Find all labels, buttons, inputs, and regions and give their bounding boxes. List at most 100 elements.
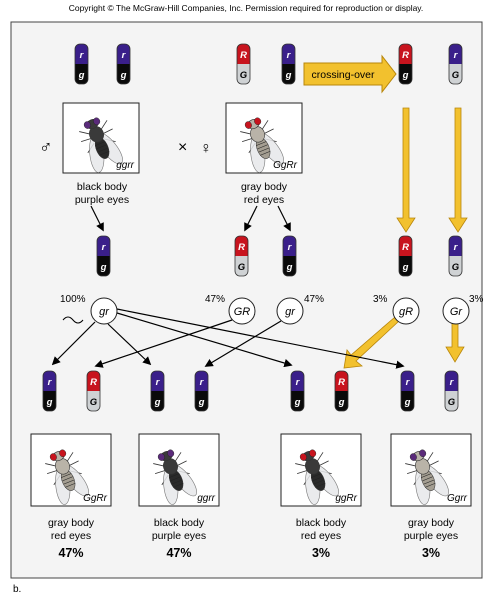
gamete-gr-chromosome-top-allele: r <box>288 242 293 253</box>
offspring-4-chromosome-2: rG <box>444 370 459 412</box>
offspring-4-genotype: Ggrr <box>447 493 468 504</box>
offspring-4-phenotype-line2: purple eyes <box>404 530 458 542</box>
offspring-4-chromosome-2-top-allele: r <box>450 377 455 388</box>
offspring-1: GgRr gray body red eyes 47% <box>30 433 112 560</box>
offspring-2-phenotype-line2: purple eyes <box>152 530 206 542</box>
offspring-3: ggRr black body red eyes 3% <box>280 433 362 560</box>
gamete-male-percent: 100% <box>60 294 86 305</box>
gamete-female-Gr: Gr 3% <box>442 294 484 325</box>
offspring-3-chromosome-2: Rg <box>334 370 349 412</box>
gamete-GR-chromosome-bottom-allele: G <box>238 262 246 273</box>
offspring-1-phenotype-line1: gray body <box>48 517 95 529</box>
line-gr-to-off2 <box>107 323 152 366</box>
offspring-2-genotype: ggrr <box>197 493 215 504</box>
offspring-4-chromosome-1: rg <box>400 370 415 412</box>
male-to-chromosome-arrow <box>90 205 104 232</box>
male-fly-image <box>79 117 123 173</box>
female-symbol: ♀ <box>200 140 212 157</box>
offspring-1-fly-image <box>45 449 89 505</box>
offspring-3-chromosome-2-top-allele: R <box>338 377 345 388</box>
offspring-2-chromosome-1-top-allele: r <box>156 377 161 388</box>
recombinant-source-1-bottom-allele: g <box>402 70 409 81</box>
gamete-male-chromosome: rg <box>96 235 111 277</box>
offspring-4-chromosome-1-bottom-allele: g <box>404 397 411 408</box>
offspring-3-percent: 3% <box>312 546 330 560</box>
line-gr-to-off3 <box>116 312 293 368</box>
offspring-2-chromosome-2-top-allele: r <box>200 377 205 388</box>
gamete-female-gR: gR 3% <box>373 294 420 325</box>
crossing-over-arrow: crossing-over <box>303 54 397 94</box>
offspring-4-chromosome-2-bottom-allele: G <box>448 397 456 408</box>
line-gr-to-off2-female <box>204 320 282 367</box>
offspring-2-chromosome-1-bottom-allele: g <box>154 397 161 408</box>
offspring-2-phenotype-line1: black body <box>154 517 205 529</box>
gamete-GR-chromosome-top-allele: R <box>238 242 245 253</box>
offspring-3-phenotype-line2: red eyes <box>301 530 341 542</box>
gamete-female-GR: GR 47% <box>205 294 256 325</box>
male-chromosome-2-bottom-allele: g <box>120 70 127 81</box>
male-phenotype-line2: purple eyes <box>75 194 129 206</box>
connector-lines <box>51 205 405 369</box>
female-genotype: GgRr <box>273 160 298 171</box>
crossing-over-label: crossing-over <box>311 69 375 81</box>
offspring-1-chromosome-1-bottom-allele: g <box>46 397 53 408</box>
offspring-4-phenotype-line1: gray body <box>408 517 455 529</box>
offspring-2-chromosome-1: rg <box>150 370 165 412</box>
arrow-down-left <box>396 107 416 233</box>
offspring-3-chromosome-1-bottom-allele: g <box>294 397 301 408</box>
offspring-1-chromosome-2: RG <box>86 370 101 412</box>
sperm-tail <box>62 316 84 324</box>
male-phenotype-line1: black body <box>77 181 128 193</box>
recombinant-source-2-top-allele: r <box>454 50 459 61</box>
gamete-gR-percent: 3% <box>373 294 388 305</box>
offspring-3-genotype: ggRr <box>335 493 357 504</box>
gamete-Gr-chromosome: rG <box>448 235 463 277</box>
gamete-gR-chromosome-top-allele: R <box>402 242 409 253</box>
recombinant-source-1: Rg <box>398 43 413 85</box>
gamete-male-chromosome-bottom-allele: g <box>100 262 107 273</box>
female-chromosome-1: RG <box>236 43 251 85</box>
recombinant-source-2: rG <box>448 43 463 85</box>
arrow-down-right <box>448 107 468 233</box>
offspring-4-chromosome-1-top-allele: r <box>406 377 411 388</box>
offspring-1-chromosome-2-top-allele: R <box>90 377 97 388</box>
female-to-r-arrow <box>277 205 291 232</box>
offspring-3-chromosome-2-bottom-allele: g <box>338 397 345 408</box>
gamete-gR-chromosome-bottom-allele: g <box>402 262 409 273</box>
gamete-GR-label: GR <box>234 306 251 318</box>
offspring-2-percent: 47% <box>166 546 191 560</box>
recombinant-source-1-top-allele: R <box>402 50 409 61</box>
male-chromosome-1-bottom-allele: g <box>78 70 85 81</box>
line-gr-to-off1 <box>51 321 96 366</box>
male-chromosome-2-top-allele: r <box>122 50 127 61</box>
gamete-gr-chromosome: rg <box>282 235 297 277</box>
gamete-Gr-percent: 3% <box>469 294 484 305</box>
offspring-3-chromosome-1: rg <box>290 370 305 412</box>
cross-symbol: × <box>178 139 187 156</box>
line-gr-to-off4 <box>116 308 405 369</box>
offspring-1-percent: 47% <box>58 546 83 560</box>
offspring-2: ggrr black body purple eyes 47% <box>138 433 220 560</box>
female-fly-image <box>240 117 284 173</box>
gamete-gr-label: gr <box>285 306 296 318</box>
offspring-3-chromosome-1-top-allele: r <box>296 377 301 388</box>
arrow-Gr-to-offspring <box>445 322 465 363</box>
gamete-gr-percent: 47% <box>304 294 324 305</box>
gamete-gr-chromosome-bottom-allele: g <box>286 262 293 273</box>
female-to-R-arrow <box>244 205 258 232</box>
gamete-Gr-label: Gr <box>450 306 464 318</box>
gamete-Gr-chromosome-top-allele: r <box>454 242 459 253</box>
offspring-2-chromosome-2-bottom-allele: g <box>198 397 205 408</box>
male-chromosome-1-top-allele: r <box>80 50 85 61</box>
offspring-4-fly-image <box>405 449 449 505</box>
gamete-male-label: gr <box>99 306 110 318</box>
arrow-gR-to-offspring <box>343 316 400 369</box>
offspring-2-fly-image <box>153 449 197 505</box>
recombinant-arrows <box>343 107 468 369</box>
female-chromosome-1-bottom-allele: G <box>240 70 248 81</box>
offspring-4: Ggrr gray body purple eyes 3% <box>390 433 472 560</box>
offspring-4-percent: 3% <box>422 546 440 560</box>
offspring-1-chromosome-2-bottom-allele: G <box>90 397 98 408</box>
male-chromosome-2: rg <box>116 43 131 85</box>
